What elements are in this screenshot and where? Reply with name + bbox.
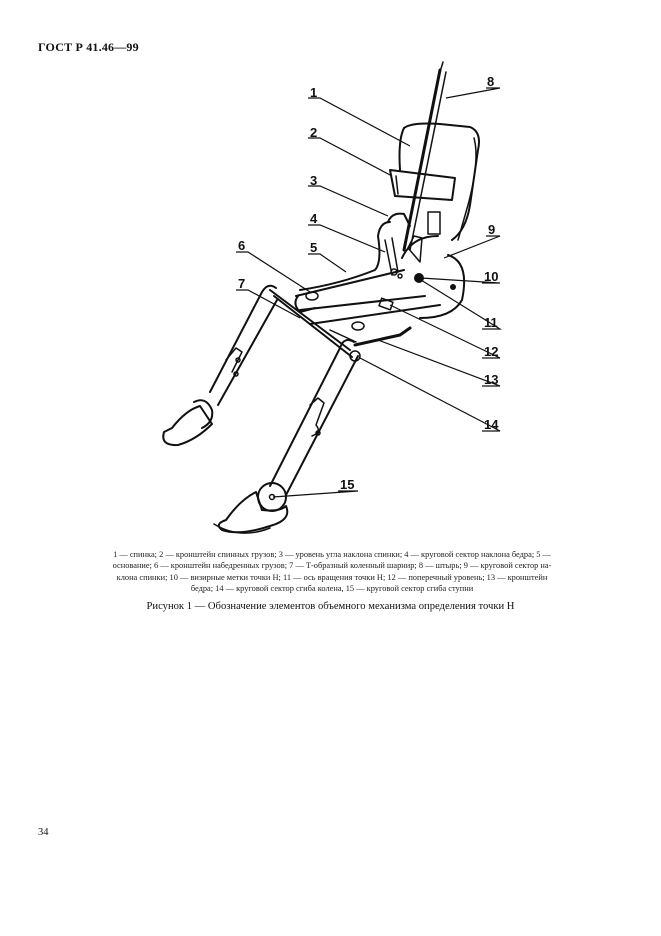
- callout-1: 1: [310, 85, 317, 100]
- callout-13: 13: [484, 372, 498, 387]
- callout-4: 4: [310, 211, 318, 226]
- right-shoe: [217, 491, 289, 534]
- callout-10: 10: [484, 269, 498, 284]
- callout-14: 14: [484, 417, 499, 432]
- left-leg-front: [209, 284, 277, 393]
- foot-angle-quadrant: [257, 482, 287, 512]
- thigh-weight-hanger: [294, 295, 316, 313]
- thigh-angle-quadrant: [401, 235, 439, 259]
- legend-line-4: бедра; 14 — круговой сектор сгиба колена…: [190, 583, 474, 593]
- t-bar-knee-upper: [269, 289, 351, 351]
- callout-numbers: 1 2 3 4 5 6 7 8 9 10 11 12 13 14 15: [238, 74, 499, 492]
- back-pan-right-edge: [457, 137, 477, 241]
- callout-9: 9: [488, 222, 495, 237]
- legend-line-1: 1 — спинка; 2 — кронштейн спинных грузов…: [113, 550, 551, 559]
- figure-h-point-machine: 1 2 3 4 5 6 7 8 9 10 11 12 13 14 15: [162, 61, 503, 534]
- left-leg-back: [217, 299, 278, 406]
- right-leg-back: [285, 355, 359, 496]
- back-angle-level: [387, 212, 411, 227]
- seat-pan-upper: [299, 221, 391, 291]
- callout-2: 2: [310, 125, 317, 140]
- document-header: ГОСТ Р 41.46—99: [38, 40, 139, 54]
- left-shoe: [162, 405, 213, 447]
- figure-caption: Рисунок 1 — Обозначение элементов объемн…: [146, 601, 515, 612]
- callout-15: 15: [340, 477, 354, 492]
- thigh-weight-bolt: [351, 321, 365, 331]
- thigh-bar-lower: [309, 304, 441, 325]
- page-number: 34: [38, 827, 49, 838]
- callout-6: 6: [238, 238, 245, 253]
- callout-12: 12: [484, 344, 498, 359]
- mechanism-drawing: 1 2 3 4 5 6 7 8 9 10 11 12 13 14 15: [162, 61, 503, 534]
- callout-5: 5: [310, 240, 317, 255]
- thigh-bar-upper: [299, 295, 426, 311]
- callout-7: 7: [238, 276, 245, 291]
- back-pan-outline: [403, 122, 480, 241]
- callout-11: 11: [484, 315, 498, 330]
- back-angle-quadrant: [407, 235, 423, 263]
- callout-8: 8: [487, 74, 494, 89]
- callout-leaders: [236, 87, 503, 498]
- t-bar-knee-lower: [273, 295, 353, 358]
- legend-line-3: клона спинки; 10 — визирные метки точки …: [116, 572, 548, 582]
- legend-line-2: основание; 6 — кронштейн набедренных гру…: [112, 561, 552, 571]
- right-leg-front: [269, 339, 355, 487]
- figure-legend: 1 — спинка; 2 — кронштейн спинных грузов…: [62, 549, 602, 594]
- back-pan-left-edge: [398, 127, 405, 171]
- knee-pivot: [349, 350, 361, 362]
- back-slot: [427, 211, 441, 235]
- left-ankle-disc: [193, 399, 214, 429]
- probe-rod: [402, 68, 442, 252]
- callout-3: 3: [310, 173, 317, 188]
- h-point-sight-disc: [419, 254, 466, 319]
- back-weight-hanger: [389, 169, 456, 201]
